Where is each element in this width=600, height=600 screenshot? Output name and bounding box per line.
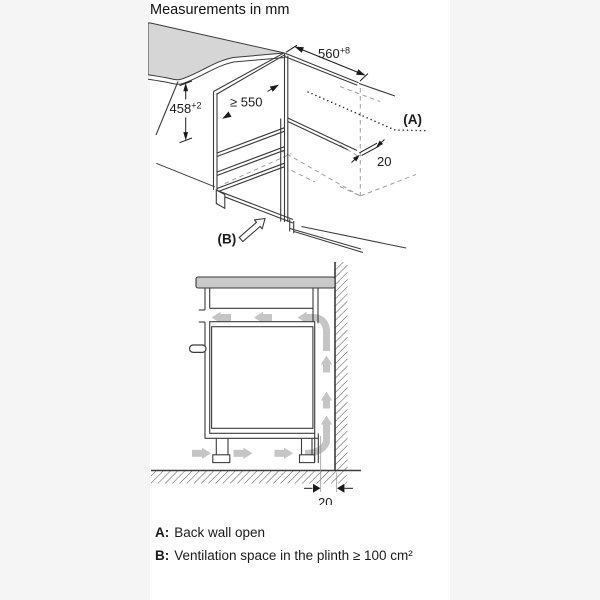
ventilation-section-diagram: 20 (151, 262, 361, 505)
countertop (148, 22, 286, 85)
dimension-back-gap-20: 20 (351, 139, 391, 169)
door-handle (188, 344, 207, 354)
legend-key-b: B: (155, 548, 170, 563)
svg-text:≥ 550: ≥ 550 (230, 95, 262, 110)
svg-text:20: 20 (318, 495, 332, 505)
page-title: Measurements in mm (150, 2, 290, 18)
legend-text-b: Ventilation space in the plinth ≥ 100 cm… (174, 548, 413, 563)
label-b: (B) (218, 232, 237, 247)
wall-and-floor (151, 262, 361, 484)
cabinet-section (188, 287, 319, 464)
legend-key-a: A: (155, 525, 170, 540)
svg-text:458+2: 458+2 (170, 101, 202, 117)
legend-item-b: B: Ventilation space in the plinth ≥ 100 … (155, 548, 413, 563)
legend-item-a: A: Back wall open (155, 525, 265, 540)
dimension-depth-550: ≥ 550 (222, 84, 279, 119)
legend-text-a: Back wall open (174, 525, 266, 540)
drawing-canvas (150, 0, 450, 600)
svg-text:560+8: 560+8 (318, 46, 350, 62)
dimension-width-560: 560+8 (285, 44, 369, 82)
label-a: (A) (403, 112, 422, 127)
label-a-dotted-leader (307, 91, 428, 132)
installation-niche-isometric-diagram: 560+8 458+2 ≥ 550 20 (148, 22, 428, 254)
cabinet-edges (155, 52, 407, 254)
dimension-wall-gap-20: 20 (304, 436, 353, 505)
svg-text:20: 20 (377, 154, 391, 169)
dimension-height-458: 458+2 (170, 80, 202, 144)
countertop-section (195, 276, 336, 289)
label-b-arrow-icon (238, 217, 266, 243)
